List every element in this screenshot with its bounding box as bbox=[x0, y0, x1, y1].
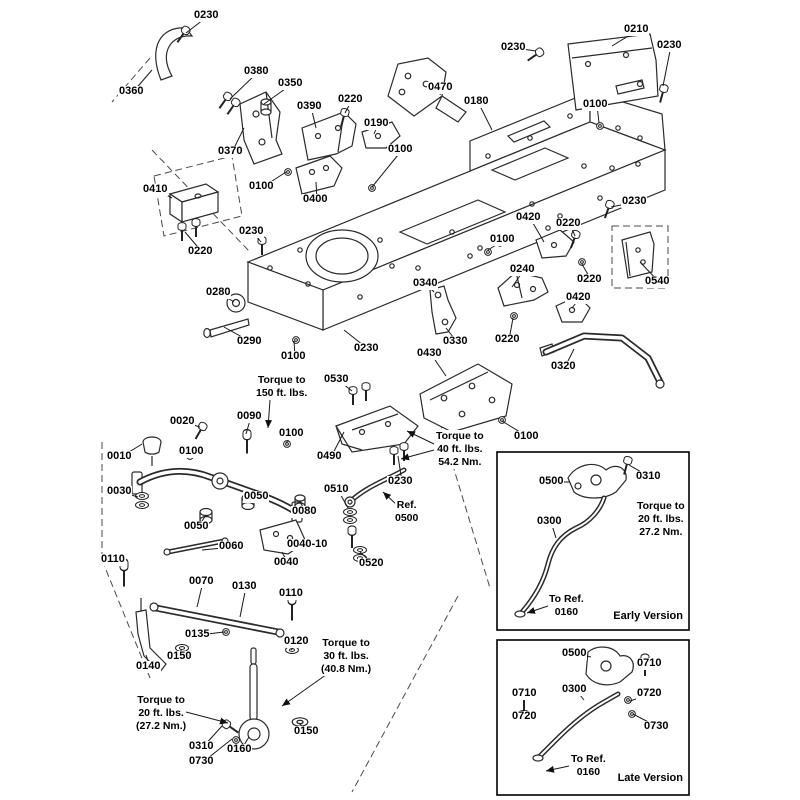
rod-ref-0500 bbox=[344, 467, 407, 508]
bracket-0420-upper bbox=[535, 229, 575, 259]
washer-0280 bbox=[226, 293, 246, 313]
bracket-0240 bbox=[497, 271, 549, 307]
cap-0010 bbox=[142, 436, 162, 466]
bracket-0040 bbox=[259, 519, 307, 555]
bracket-0540 bbox=[621, 231, 655, 279]
bracket-0400 bbox=[295, 155, 343, 195]
bracket-0410 bbox=[168, 183, 220, 224]
spindle-0160 bbox=[238, 647, 270, 750]
strap-0340 bbox=[429, 285, 457, 335]
bracket-0470 bbox=[387, 57, 447, 117]
tie-rod-0130 bbox=[149, 602, 285, 638]
plate-0430 bbox=[419, 363, 513, 433]
lift-handle bbox=[155, 27, 194, 81]
bolt-0290 bbox=[203, 318, 250, 339]
spindle-0140 bbox=[135, 598, 167, 673]
spacer-0050-a bbox=[241, 493, 255, 511]
link-0060 bbox=[163, 537, 229, 556]
bracket-0390 bbox=[301, 111, 357, 161]
bracket-0190 bbox=[361, 121, 401, 149]
inset-late-version bbox=[496, 639, 690, 796]
right-bracket-0210 bbox=[567, 33, 659, 111]
pivot-bushing bbox=[211, 472, 229, 490]
bracket-0420-lower bbox=[555, 295, 591, 323]
inset-early-version bbox=[496, 451, 690, 631]
support-tube-0320 bbox=[539, 332, 665, 389]
axle-assembly bbox=[131, 436, 307, 750]
